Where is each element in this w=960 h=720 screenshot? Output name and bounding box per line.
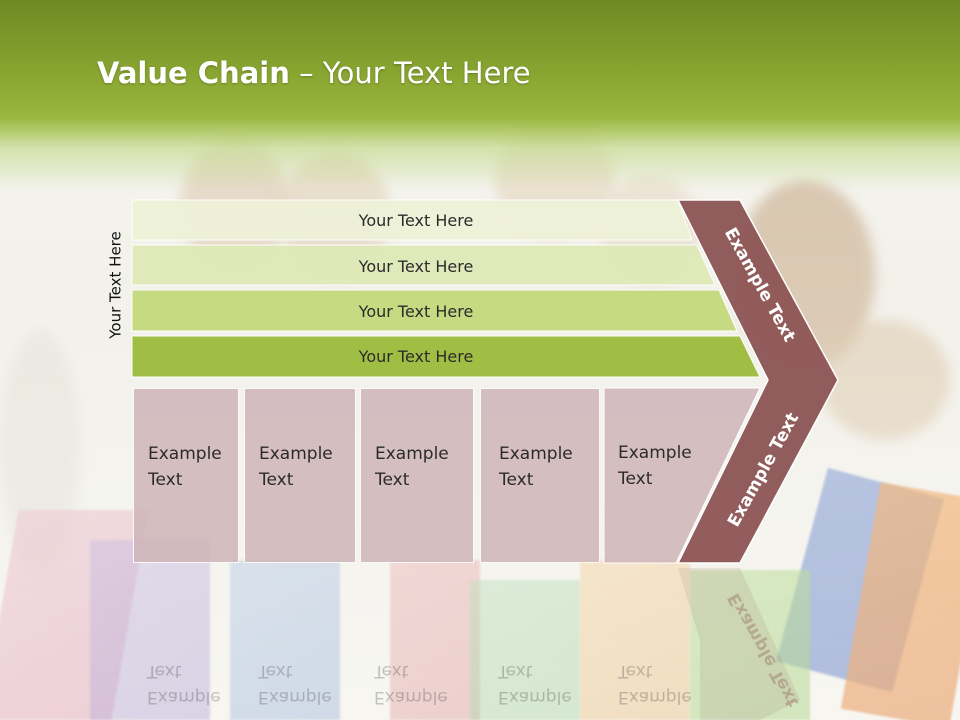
box-2: Example Text — [244, 388, 356, 563]
box-3: Example Text — [360, 388, 474, 563]
title-rest: – Your Text Here — [289, 56, 531, 90]
row-label-1: Your Text Here — [358, 210, 474, 230]
box-4-line2: Text — [499, 470, 534, 490]
slide-title: Value Chain – Your Text Here — [97, 56, 531, 90]
side-label: Your Text Here — [96, 200, 136, 370]
box-4-reflection-line2: Text — [498, 661, 533, 681]
box-1-line1: Example — [148, 444, 222, 464]
box-3-reflection-line2: Text — [374, 661, 409, 681]
row-bar-3 — [131, 289, 738, 332]
box-5-reflection-line2: Text — [618, 661, 653, 681]
side-label-text: Your Text Here — [107, 231, 125, 339]
box-1-line2: Text — [148, 470, 183, 490]
box-5-shape — [603, 387, 761, 564]
box-2-line1: Example — [259, 444, 333, 464]
box-2-reflection-line2: Text — [258, 661, 293, 681]
box-5-reflection-line1: Example — [618, 687, 692, 707]
box-1-reflection-line1: Example — [147, 687, 221, 707]
box-5-text: Example Text — [604, 388, 704, 563]
title-bold: Value Chain — [97, 56, 290, 90]
box-1: Example Text — [133, 388, 239, 563]
box-3-reflection: Example Text — [360, 640, 474, 710]
chevron-arrow — [676, 199, 839, 564]
box-2-line2: Text — [259, 470, 294, 490]
box-4: Example Text — [480, 388, 600, 563]
row-label-2: Your Text Here — [358, 256, 474, 276]
box-5-line1: Example — [618, 443, 692, 463]
box-1-reflection: Example Text — [133, 640, 239, 710]
box-4-line1: Example — [499, 444, 573, 464]
box-3-line2: Text — [375, 470, 410, 490]
chevron-reflection — [678, 568, 800, 720]
box-4-reflection: Example Text — [480, 640, 600, 710]
box-2-reflection: Example Text — [244, 640, 356, 710]
box-2-reflection-line1: Example — [258, 687, 332, 707]
box-5-reflection: Example Text — [604, 640, 704, 710]
box-4-reflection-line1: Example — [498, 687, 572, 707]
box-3-line1: Example — [375, 444, 449, 464]
box-1-reflection-line2: Text — [147, 661, 182, 681]
row-label-3: Your Text Here — [358, 301, 474, 321]
box-5-line2: Text — [618, 469, 653, 489]
header-band — [0, 0, 960, 190]
row-bar-4 — [131, 335, 761, 378]
row-bar-2 — [131, 244, 716, 286]
row-bar-1 — [131, 199, 693, 241]
box-3-reflection-line1: Example — [374, 687, 448, 707]
row-label-4: Your Text Here — [358, 347, 474, 366]
